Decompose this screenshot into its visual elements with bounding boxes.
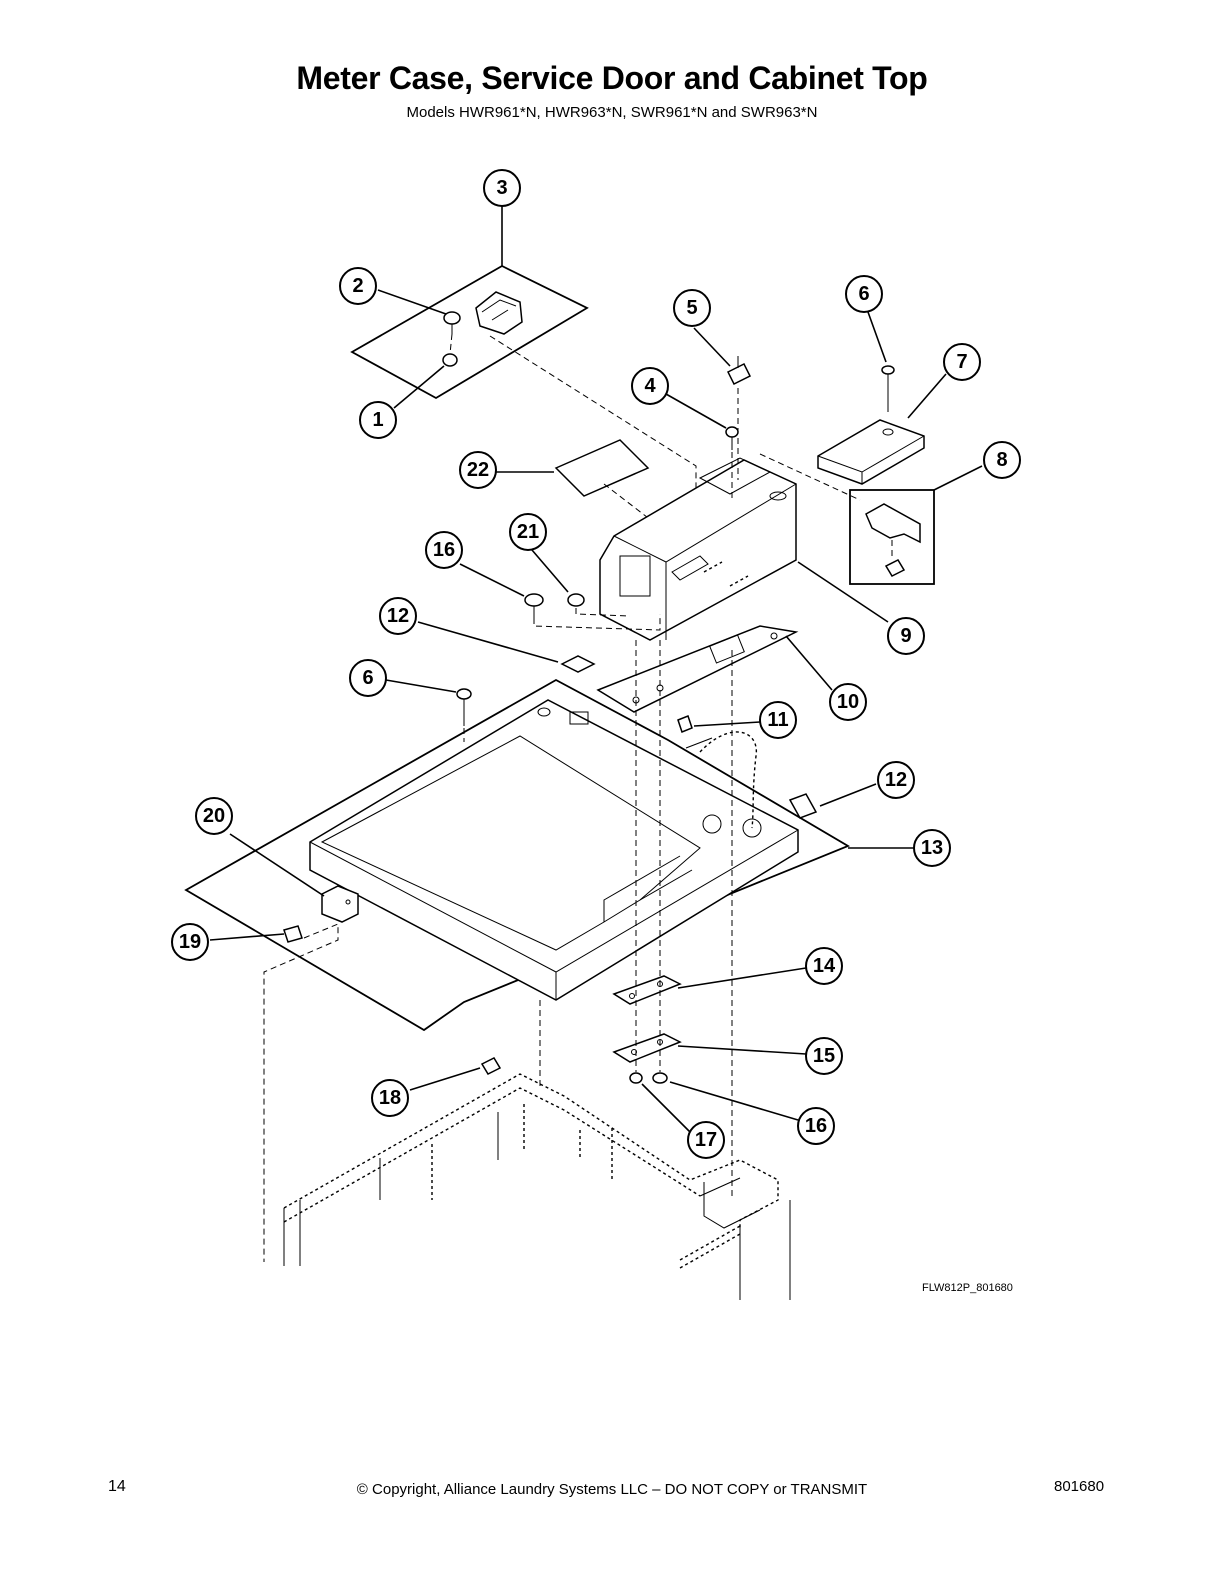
callout-2: 2 (339, 267, 377, 305)
svg-text:2: 2 (352, 275, 363, 297)
svg-text:12: 12 (387, 605, 409, 627)
callout-20: 20 (195, 797, 233, 835)
callout-15: 15 (805, 1037, 843, 1075)
svg-text:19: 19 (179, 931, 201, 953)
callout-17: 17 (687, 1121, 725, 1159)
meter-case (599, 457, 797, 641)
hinge-plate-15 (612, 1033, 682, 1063)
callout-18: 18 (371, 1079, 409, 1117)
page-number: 14 (108, 1478, 126, 1495)
callout-7: 7 (943, 343, 981, 381)
callout-5: 5 (673, 289, 711, 327)
callout-13: 13 (913, 829, 951, 867)
callout-9: 9 (887, 617, 925, 655)
svg-text:8: 8 (996, 449, 1007, 471)
svg-text:9: 9 (900, 625, 911, 647)
callout-12-right: 12 (877, 761, 915, 799)
svg-text:11: 11 (767, 709, 788, 731)
cabinet-body-outline (283, 1073, 791, 1300)
document-number: 801680 (1054, 1478, 1105, 1495)
svg-text:20: 20 (203, 805, 225, 827)
leader-lines (209, 289, 947, 1133)
svg-text:17: 17 (695, 1129, 717, 1151)
svg-text:16: 16 (805, 1115, 827, 1137)
callout-14: 14 (805, 947, 843, 985)
callout-11: 11 (759, 701, 797, 739)
svg-text:18: 18 (379, 1087, 401, 1109)
svg-text:7: 7 (956, 351, 967, 373)
service-door (759, 365, 925, 501)
svg-text:3: 3 (496, 177, 507, 199)
svg-text:14: 14 (813, 955, 836, 977)
callout-16-left: 16 (425, 531, 463, 569)
drawing-code: FLW812P_801680 (922, 1282, 1013, 1294)
callout-16-bottom: 16 (797, 1107, 835, 1145)
copyright-notice: © Copyright, Alliance Laundry Systems LL… (356, 1481, 868, 1498)
page-subtitle: Models HWR961*N, HWR963*N, SWR961*N and … (406, 104, 818, 121)
callout-22: 22 (459, 451, 497, 489)
cabinet-top-frame (184, 678, 851, 1032)
label-22 (554, 439, 650, 497)
svg-text:22: 22 (467, 459, 489, 481)
callout-4: 4 (631, 367, 669, 405)
callout-10: 10 (829, 683, 867, 721)
hinge-plate-14 (612, 975, 682, 1005)
svg-text:15: 15 (813, 1045, 835, 1067)
callout-12-left: 12 (379, 597, 417, 635)
svg-text:4: 4 (644, 375, 656, 397)
svg-text:6: 6 (858, 283, 869, 305)
svg-text:12: 12 (885, 769, 907, 791)
svg-text:1: 1 (372, 409, 383, 431)
svg-text:16: 16 (433, 539, 455, 561)
svg-text:5: 5 (686, 297, 697, 319)
callout-1: 1 (359, 401, 397, 439)
svg-text:10: 10 (837, 691, 859, 713)
page-title: Meter Case, Service Door and Cabinet Top (296, 60, 928, 96)
latch-kit-frame (849, 465, 983, 585)
svg-text:13: 13 (921, 837, 943, 859)
meter-case-bracket (596, 625, 799, 713)
callout-21: 21 (509, 513, 547, 551)
callout-3: 3 (483, 169, 521, 207)
callout-6-top: 6 (845, 275, 883, 313)
callouts: 1 2 3 4 5 6 7 8 9 10 11 12 12 13 14 15 1… (171, 169, 1021, 1159)
door-lock-kit-frame (350, 206, 697, 512)
svg-text:21: 21 (517, 521, 539, 543)
callout-8: 8 (983, 441, 1021, 479)
callout-6-left: 6 (349, 659, 387, 697)
callout-19: 19 (171, 923, 209, 961)
svg-text:6: 6 (362, 667, 373, 689)
